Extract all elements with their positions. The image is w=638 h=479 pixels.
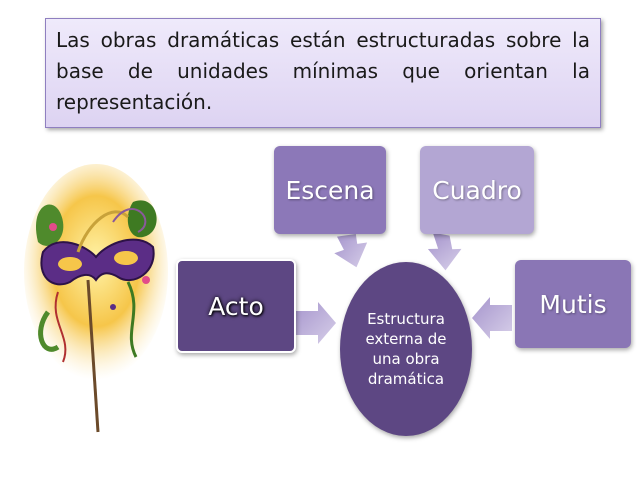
intro-text-box: Las obras dramáticas están estructuradas… bbox=[45, 18, 601, 128]
intro-text: Las obras dramáticas están estructuradas… bbox=[56, 28, 590, 114]
node-escena-label: Escena bbox=[285, 175, 375, 205]
node-mutis-label: Mutis bbox=[539, 289, 607, 319]
node-cuadro: Cuadro bbox=[420, 146, 534, 234]
arrow-escena bbox=[334, 234, 368, 268]
node-acto: Acto bbox=[176, 259, 296, 353]
node-cuadro-label: Cuadro bbox=[432, 175, 522, 205]
node-mutis: Mutis bbox=[515, 260, 631, 348]
carnival-mask-icon bbox=[24, 164, 168, 433]
center-node-label: Estructura externa de una obra dramática bbox=[365, 310, 447, 388]
node-escena: Escena bbox=[274, 146, 386, 234]
center-node: Estructura externa de una obra dramática bbox=[340, 262, 472, 436]
node-acto-label: Acto bbox=[208, 291, 264, 321]
arrow-mutis bbox=[472, 297, 512, 339]
arrow-cuadro bbox=[427, 232, 462, 271]
arrow-acto bbox=[293, 302, 336, 344]
